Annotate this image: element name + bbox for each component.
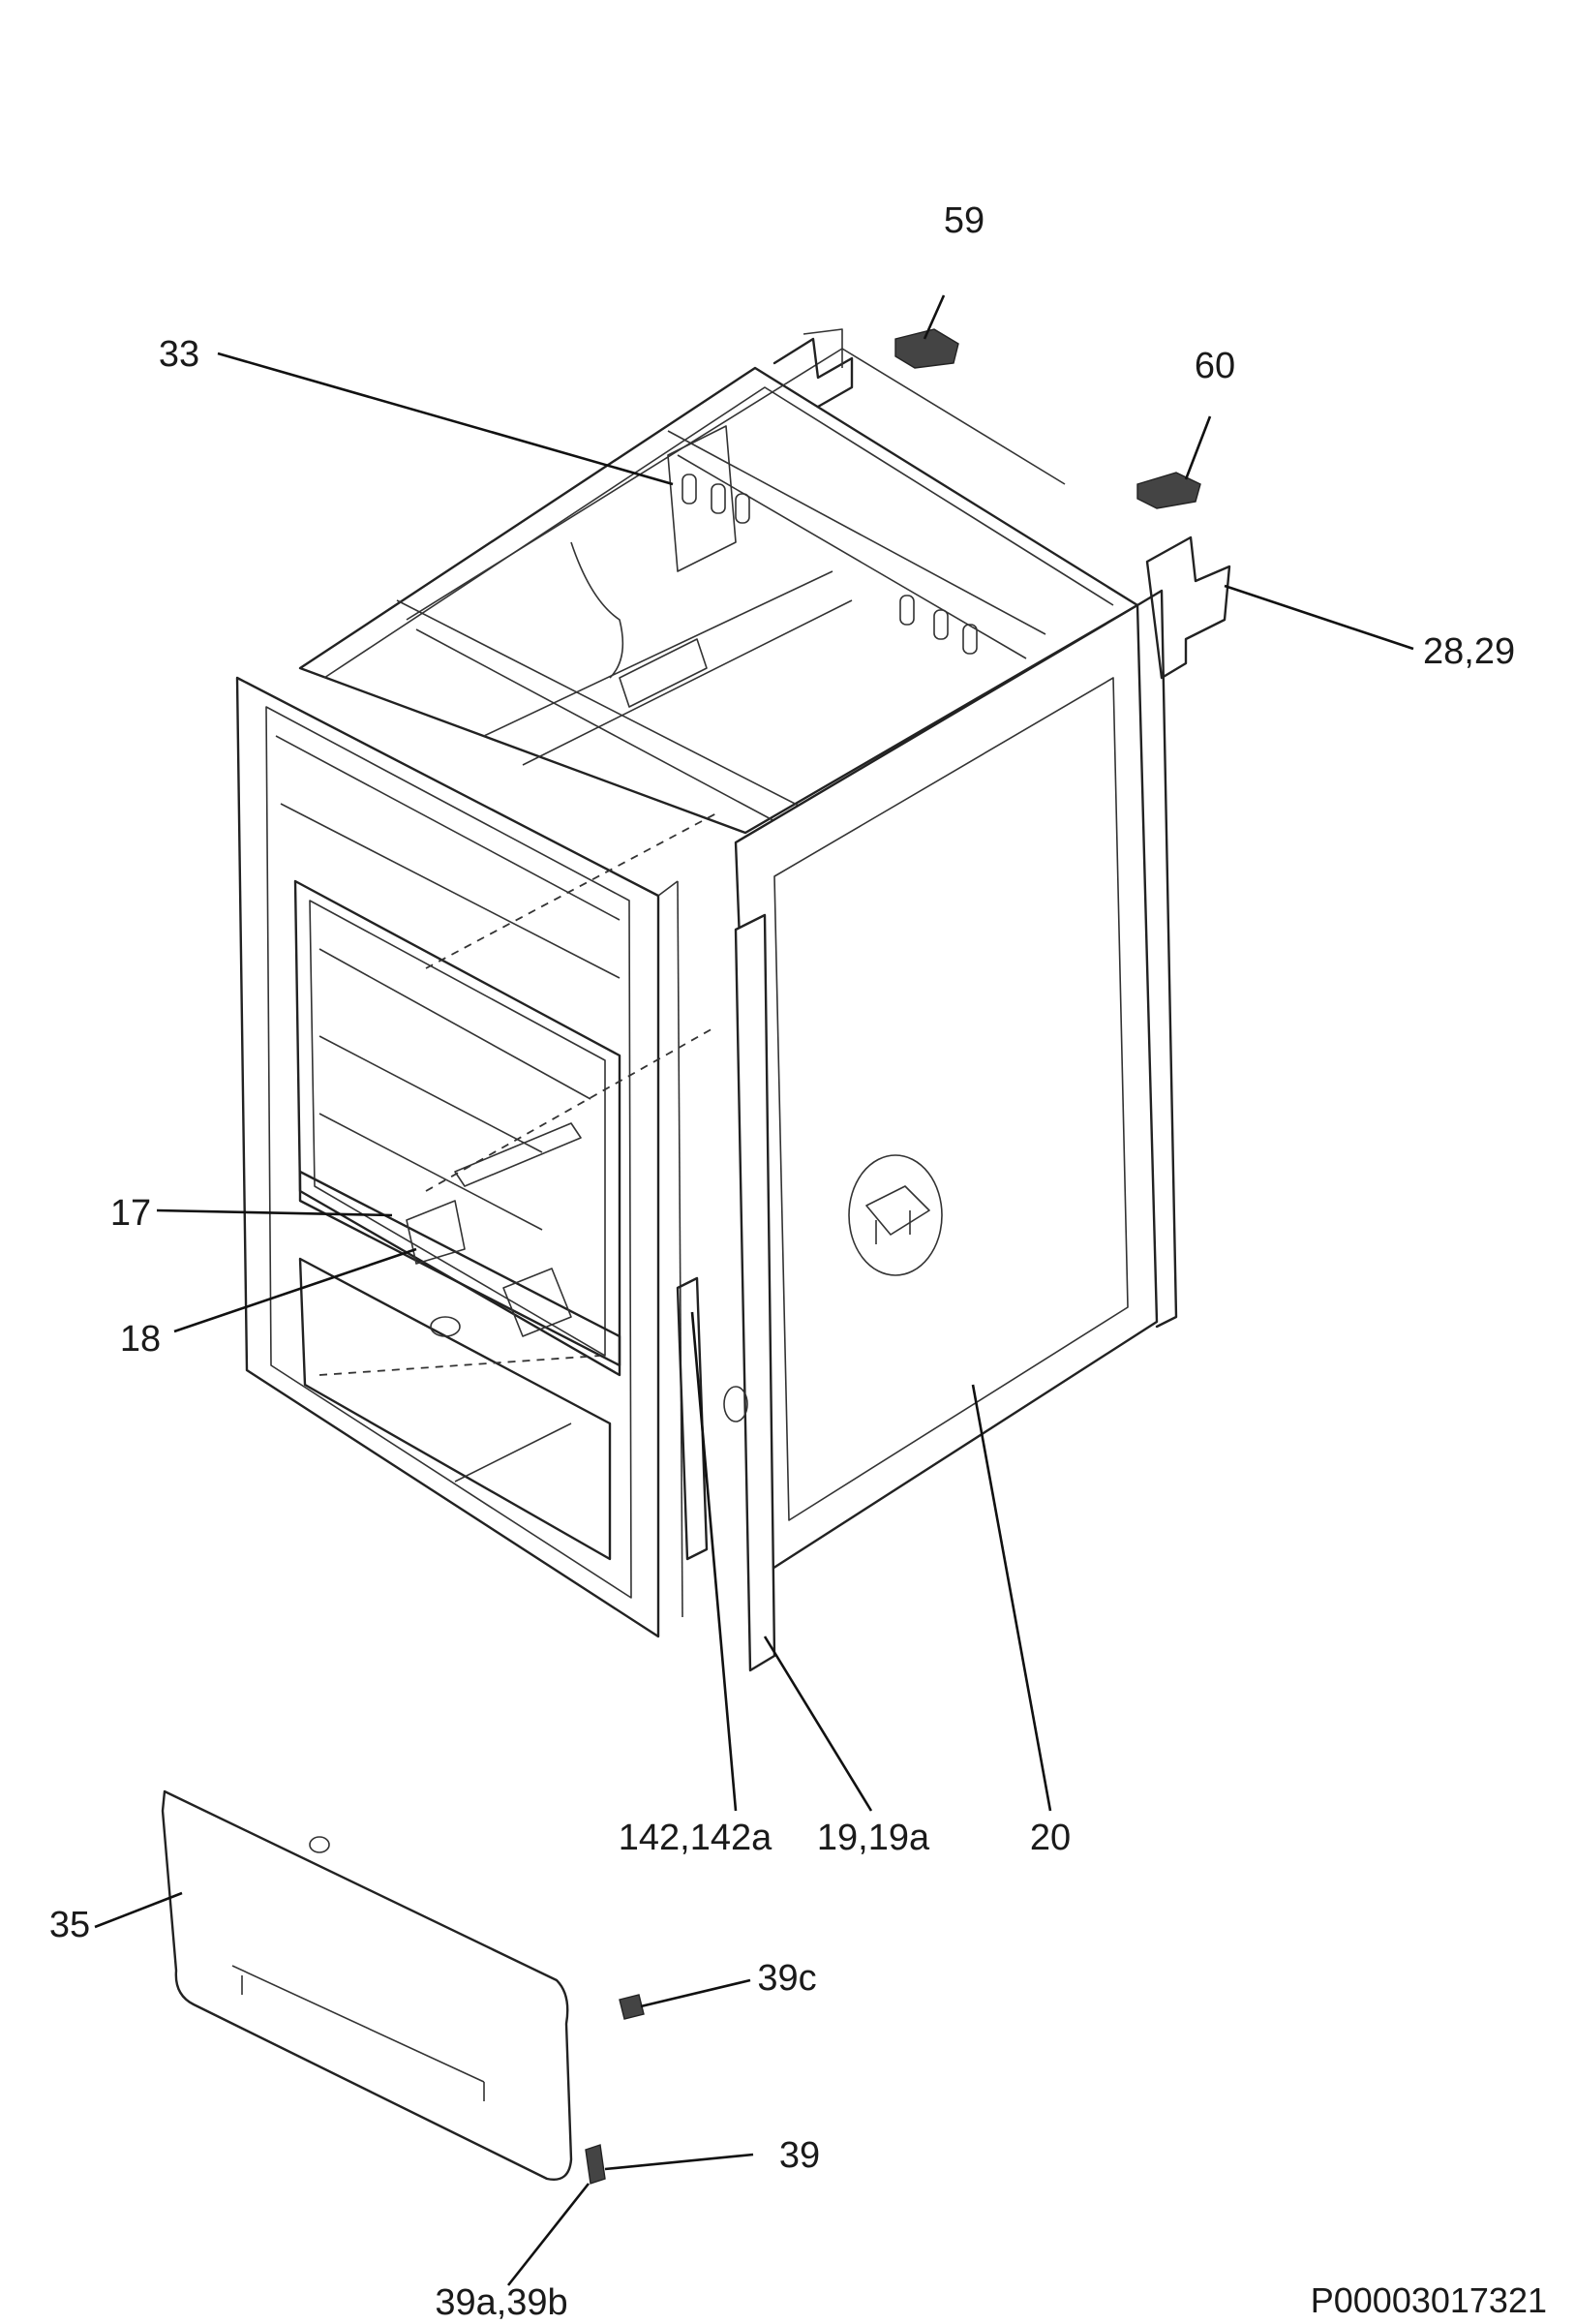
lower-opening-diag (454, 1422, 572, 1483)
lower-knob (430, 1316, 461, 1337)
callout-17: 17 (110, 1193, 151, 1234)
slot-e (933, 609, 949, 640)
part-59 (894, 328, 959, 369)
side-panel-opening (848, 1154, 943, 1276)
callout-39: 39 (779, 2135, 820, 2176)
door-35 (161, 1789, 573, 2181)
bracket-28-29 (1145, 535, 1231, 680)
part-39c (619, 1994, 645, 2020)
leader-35 (94, 1891, 183, 1929)
part-60 (1136, 472, 1201, 509)
leader-17 (156, 1208, 393, 1217)
leader-20 (971, 1384, 1052, 1812)
rack-rail-3 (318, 1113, 543, 1231)
side-trim-19 (734, 913, 776, 1672)
leader-142 (690, 1311, 738, 1812)
leader-59 (923, 294, 946, 340)
leader-39ab (506, 2183, 591, 2286)
cable-strip-142 (676, 1276, 709, 1561)
slot-c (735, 493, 750, 524)
cavity-top-inner-edge (323, 386, 1114, 679)
slot-d (899, 595, 915, 626)
front-frame-side-b (677, 880, 683, 1618)
slot-a (681, 474, 697, 505)
leader-lines (94, 294, 1414, 2286)
top-cross-rail-b (677, 454, 1027, 659)
top-duct-b (522, 599, 853, 766)
top-connector-box (619, 638, 708, 708)
lower-opening (298, 1257, 612, 1561)
cavity-depth-line-b (425, 1025, 717, 1192)
front-frame-band-2 (280, 803, 621, 979)
front-frame-inner (265, 706, 632, 1599)
leader-18 (173, 1247, 417, 1333)
leader-33 (217, 352, 674, 486)
document-id: P00003017321 (1311, 2280, 1547, 2320)
slot-f (962, 624, 978, 655)
callout-19-19a: 19,19a (817, 1818, 930, 1858)
connector-hole (723, 1386, 748, 1422)
leader-39 (604, 2153, 754, 2171)
top-bracket-plate (667, 425, 737, 572)
rear-element (454, 1122, 582, 1187)
leader-39c (640, 1978, 751, 2008)
cavity-opening (293, 879, 621, 1377)
slot-b (711, 483, 726, 514)
callout-20: 20 (1030, 1818, 1071, 1858)
callout-labels: 59 33 60 28,29 17 18 142,142a 19,19a 20 … (49, 200, 1515, 2323)
top-duct-a (483, 570, 833, 737)
lower-depth-line (318, 1355, 601, 1376)
oven-cavity-assembly (235, 328, 1231, 1672)
rack-rail-1 (318, 948, 591, 1100)
element-bracket (502, 1268, 572, 1337)
top-cross-rail-c (396, 599, 853, 834)
callout-33: 33 (159, 334, 199, 375)
side-panel-opening-fitting (865, 1185, 930, 1236)
rear-flange (1136, 589, 1178, 1329)
callout-60: 60 (1195, 346, 1235, 386)
top-wire (570, 541, 624, 679)
callout-142-142a: 142,142a (619, 1818, 772, 1858)
callout-59: 59 (944, 200, 984, 241)
rear-top-rail (406, 348, 1066, 621)
part-39 (585, 2144, 606, 2185)
cavity-depth-line-a (425, 812, 717, 969)
callout-35: 35 (49, 1905, 90, 1945)
side-panel-inner-border (773, 677, 1129, 1521)
leader-60 (1184, 415, 1212, 480)
rear-top-bracket (772, 337, 854, 409)
callout-39c: 39c (757, 1958, 816, 1999)
door-handle-slot (231, 1965, 485, 2083)
callout-39a-39b: 39a,39b (435, 2282, 567, 2323)
door-screw-top (309, 1836, 330, 1853)
front-frame-side-a (657, 880, 679, 897)
leader-28-29 (1224, 584, 1414, 651)
top-cross-rail-d (415, 628, 833, 853)
bottom-element-17 (298, 1170, 621, 1367)
rack-rail-2 (318, 1035, 543, 1153)
callout-28-29: 28,29 (1423, 631, 1515, 672)
leader-19 (763, 1636, 873, 1812)
side-panel-20 (734, 603, 1159, 1575)
front-frame-top-band (275, 735, 621, 921)
rear-top-bracket-fold (803, 328, 843, 368)
top-cross-rail-a (667, 430, 1046, 635)
cavity-opening-inner (309, 900, 606, 1357)
callout-18: 18 (120, 1319, 161, 1360)
